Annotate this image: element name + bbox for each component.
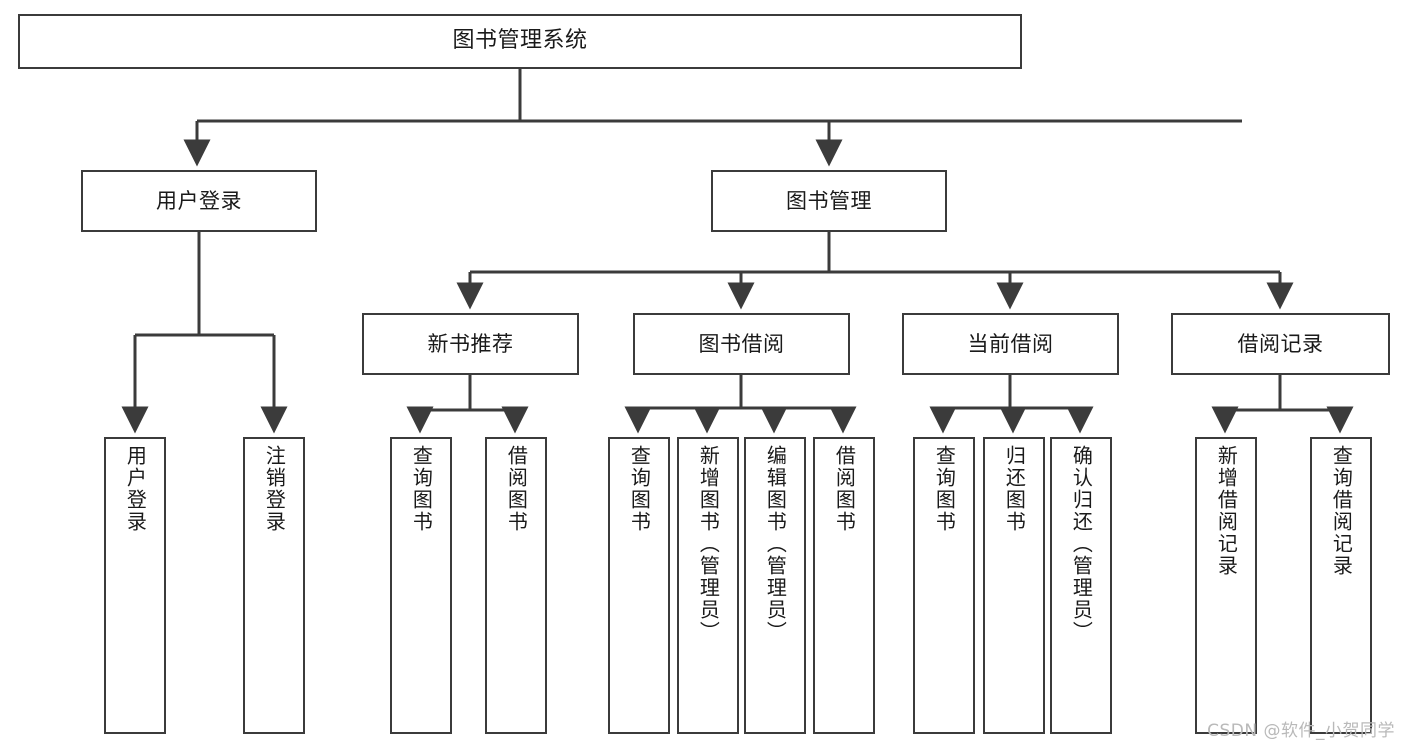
- node-leaf-query-book-2-label: 查询图书: [627, 445, 652, 533]
- node-leaf-query-book-1[interactable]: 查询图书: [390, 437, 452, 734]
- node-leaf-edit-book[interactable]: 编辑图书（管理员）: [744, 437, 806, 734]
- node-leaf-query-book-1-label: 查询图书: [409, 445, 434, 533]
- node-leaf-borrow-book-2[interactable]: 借阅图书: [813, 437, 875, 734]
- node-leaf-query-book-3[interactable]: 查询图书: [913, 437, 975, 734]
- node-leaf-add-record[interactable]: 新增借阅记录: [1195, 437, 1257, 734]
- node-leaf-user-logout[interactable]: 注销登录: [243, 437, 305, 734]
- node-new-book-recommend[interactable]: 新书推荐: [362, 313, 579, 375]
- node-leaf-add-book-label: 新增图书（管理员）: [696, 445, 721, 643]
- node-root[interactable]: 图书管理系统: [18, 14, 1022, 69]
- node-leaf-query-record-label: 查询借阅记录: [1329, 445, 1354, 577]
- node-book-borrow-label: 图书借阅: [698, 331, 785, 356]
- node-leaf-query-book-3-label: 查询图书: [932, 445, 957, 533]
- node-new-book-recommend-label: 新书推荐: [427, 331, 514, 356]
- watermark-text: CSDN @软件_小贺同学: [1207, 721, 1395, 741]
- node-borrow-record[interactable]: 借阅记录: [1171, 313, 1390, 375]
- node-book-manage-label: 图书管理: [786, 188, 872, 213]
- node-root-label: 图书管理系统: [452, 28, 588, 54]
- node-leaf-borrow-book-2-label: 借阅图书: [832, 445, 857, 533]
- node-leaf-borrow-book-1-label: 借阅图书: [504, 445, 529, 533]
- node-leaf-add-book[interactable]: 新增图书（管理员）: [677, 437, 739, 734]
- node-leaf-user-login[interactable]: 用户登录: [104, 437, 166, 734]
- node-leaf-confirm-return-label: 确认归还（管理员）: [1069, 445, 1094, 643]
- node-user-login-label: 用户登录: [156, 188, 242, 213]
- node-leaf-confirm-return[interactable]: 确认归还（管理员）: [1050, 437, 1112, 734]
- node-user-login[interactable]: 用户登录: [81, 170, 317, 232]
- node-book-borrow[interactable]: 图书借阅: [633, 313, 850, 375]
- node-current-borrow[interactable]: 当前借阅: [902, 313, 1119, 375]
- node-leaf-user-login-label: 用户登录: [123, 445, 148, 533]
- node-leaf-query-book-2[interactable]: 查询图书: [608, 437, 670, 734]
- node-leaf-add-record-label: 新增借阅记录: [1214, 445, 1239, 577]
- node-leaf-edit-book-label: 编辑图书（管理员）: [763, 445, 788, 643]
- node-leaf-return-book-label: 归还图书: [1002, 445, 1027, 533]
- node-current-borrow-label: 当前借阅: [967, 331, 1054, 356]
- node-leaf-borrow-book-1[interactable]: 借阅图书: [485, 437, 547, 734]
- node-borrow-record-label: 借阅记录: [1237, 331, 1324, 356]
- node-leaf-user-logout-label: 注销登录: [262, 445, 287, 533]
- node-book-manage[interactable]: 图书管理: [711, 170, 947, 232]
- node-leaf-query-record[interactable]: 查询借阅记录: [1310, 437, 1372, 734]
- node-leaf-return-book[interactable]: 归还图书: [983, 437, 1045, 734]
